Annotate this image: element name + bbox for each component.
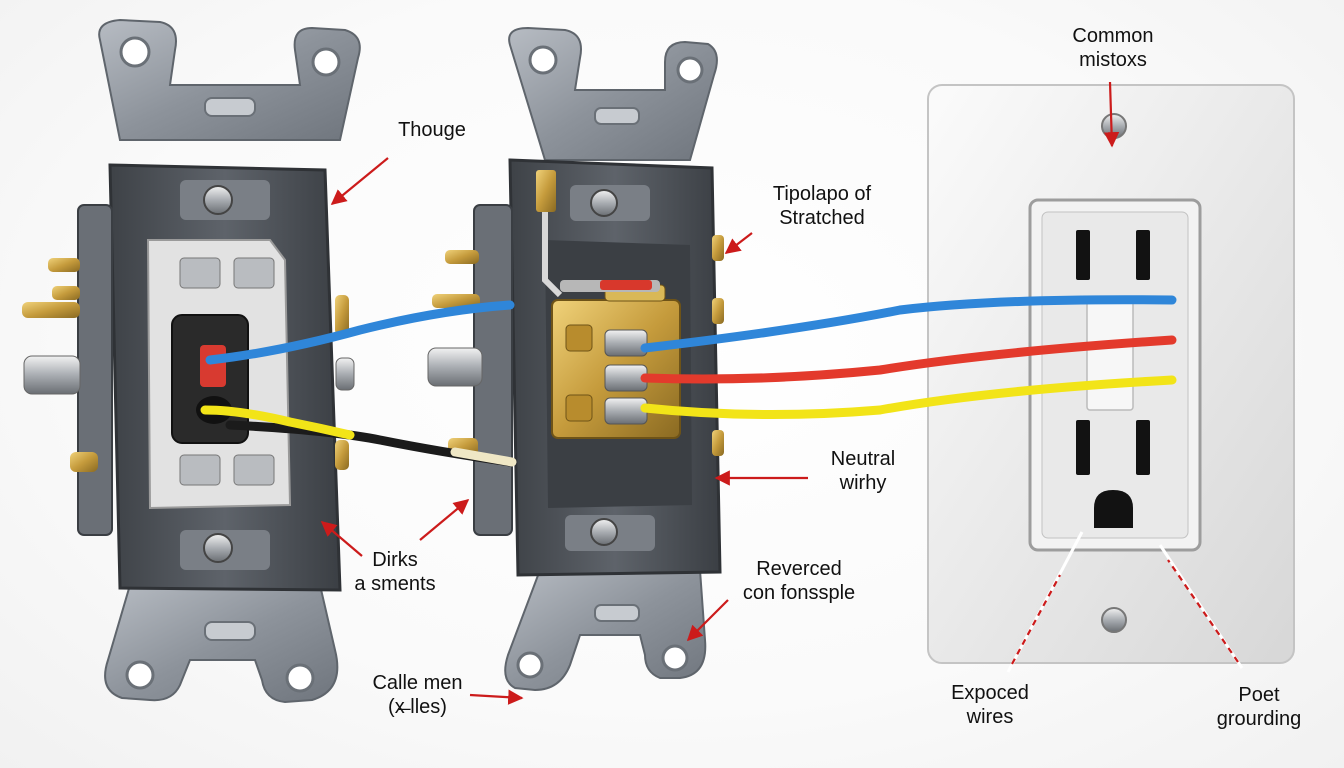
middle-spring-icon: [536, 170, 556, 212]
left-face-terminal-1: [179, 257, 221, 289]
wires: [200, 295, 1177, 467]
annotation-arrows: [320, 81, 1244, 705]
outlet-wire-clamp: [1086, 297, 1134, 411]
label-reverced: Reverced con fonssple: [742, 558, 856, 604]
wire-black-bare-end: [450, 447, 517, 467]
left-face-terminal-3: [179, 454, 221, 486]
middle-bottom-screw-icon: [590, 518, 618, 546]
middle-top-mounting-strap: [508, 26, 718, 161]
outlet-slot-bottom-left: [1076, 420, 1090, 475]
arrow-dirks-right: [419, 499, 470, 541]
outlet-slot-top-right: [1136, 230, 1150, 280]
outlet-ground-hole: [1094, 490, 1133, 528]
arrow-tipolapo: [724, 232, 753, 254]
left-bottom-slot: [204, 621, 256, 641]
middle-switch-device: [427, 26, 724, 692]
left-bottom-screw-icon: [203, 533, 233, 563]
middle-top-screw-icon: [590, 189, 618, 217]
left-top-screw-icon: [203, 185, 233, 215]
arrow-reverced: [686, 599, 729, 642]
left-switch-device: [22, 18, 361, 704]
middle-strap-hole-bottom-left: [516, 651, 544, 679]
arrow-expoced-red: [1011, 574, 1061, 665]
wire-yellow-right: [640, 375, 1177, 420]
plate-top-screw-icon: [1101, 113, 1127, 139]
arrow-dirks-left: [320, 521, 363, 557]
label-common-mistakes: Common mistoxs: [1072, 25, 1154, 71]
plate-bottom-screw-icon: [1101, 607, 1127, 633]
left-strap-hole-bottom-left: [125, 660, 155, 690]
label-dirks: Dirks a sments: [354, 549, 436, 595]
wire-blue-right: [640, 295, 1177, 353]
label-expoced: Expoced wires: [951, 682, 1029, 728]
label-tipolapo: Tipolapo of Stratched: [772, 183, 872, 229]
middle-strap-hole-bottom-right: [661, 644, 689, 672]
wire-red-right: [640, 335, 1177, 384]
outlet-slot-top-left: [1076, 230, 1090, 280]
arrow-calle: [469, 689, 524, 705]
arrow-common-mistakes: [1103, 81, 1120, 148]
middle-bottom-mounting-strap: [504, 569, 707, 692]
left-top-mounting-strap: [98, 18, 361, 141]
left-bottom-mounting-strap: [104, 584, 339, 704]
label-neutral: Neutral wirhy: [830, 448, 896, 494]
arrow-thouge: [330, 157, 389, 205]
left-strap-hole-top-left: [119, 36, 151, 68]
left-strap-hole-top-right: [311, 47, 341, 77]
middle-red-strip: [600, 280, 652, 290]
left-top-slot: [204, 97, 256, 117]
left-red-tab: [200, 345, 226, 387]
middle-bottom-slot: [594, 604, 640, 622]
label-thouge: Thouge: [398, 119, 466, 141]
label-poet: Poet grourding: [1216, 684, 1302, 730]
left-face-terminal-2: [233, 257, 275, 289]
outlet-slot-bottom-right: [1136, 420, 1150, 475]
middle-strap-hole-top-left: [528, 45, 558, 75]
outlet-device: [927, 84, 1295, 664]
label-calle: Calle men (x̶ lles): [372, 672, 463, 718]
left-brass-terminals: [22, 258, 355, 472]
wire-blue-left: [205, 300, 515, 365]
left-box-side: [77, 204, 113, 536]
left-strap-hole-bottom-right: [285, 663, 315, 693]
wire-yellow-left: [200, 405, 355, 440]
middle-terminal-block: [551, 284, 681, 439]
middle-strap-hole-top-right: [676, 56, 704, 84]
middle-top-slot: [594, 107, 640, 125]
left-face-terminal-4: [233, 454, 275, 486]
arrow-poet-red: [1167, 559, 1239, 663]
